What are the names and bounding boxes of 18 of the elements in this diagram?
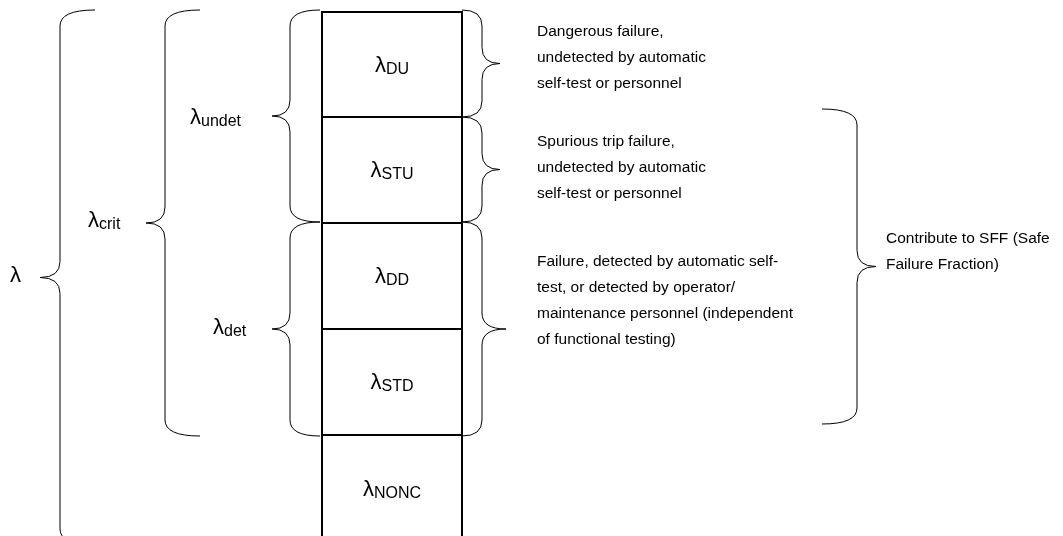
table-row-box (321, 116, 463, 224)
table-row-box (321, 434, 463, 536)
description-text: Failure, detected by automatic self-test, or detected by operator/ maintenance personnel (independent of functional testing) (537, 251, 794, 349)
description-text: Dangerous failure, undetected by automatic self-test or personnel (537, 21, 707, 93)
failure-rate-symbol: λ$_{STD}$ (370, 369, 414, 395)
failure-rate-symbol: λ$_{det}$ (213, 314, 247, 341)
table-row-box (321, 222, 463, 330)
failure-rate-symbol: λ$_{STU}$ (370, 157, 414, 183)
failure-rate-symbol: λ$_{DU}$ (374, 51, 410, 78)
failure-rate-symbol: λ$_{undet}$ (190, 104, 242, 131)
failure-rate-symbol: λ (10, 262, 21, 288)
description-text: Spurious trip failure, undetected by automatic self-test or personnel (537, 131, 707, 203)
table-row-box (321, 11, 463, 118)
failure-rate-symbol: λ$_{DD}$ (374, 263, 410, 289)
failure-rate-symbol: λ$_{crit}$ (88, 207, 121, 234)
description-text: Contribute to SFF (Safe Failure Fraction) (886, 228, 1051, 274)
failure-rate-symbol: λ$_{NONC}$ (362, 476, 422, 502)
table-row-box (321, 328, 463, 436)
